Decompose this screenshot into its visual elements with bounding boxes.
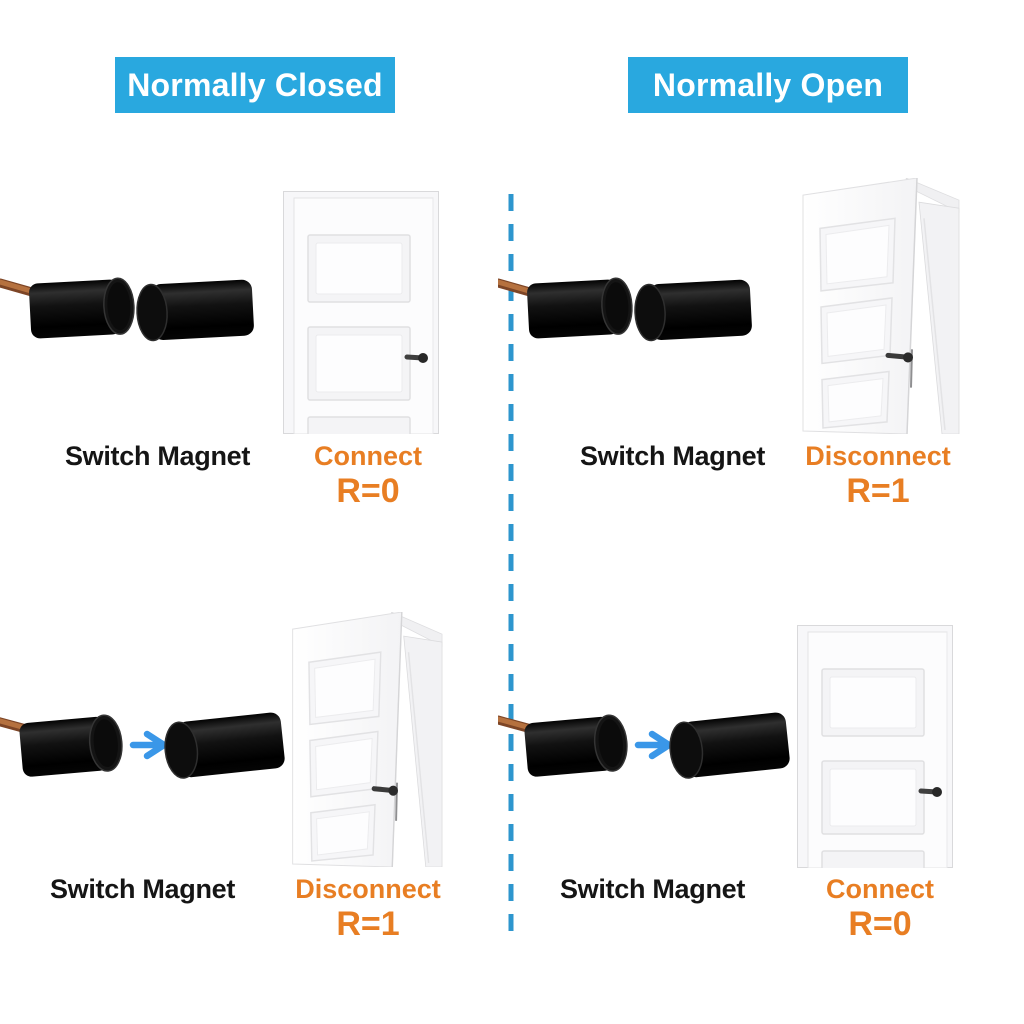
resistance-label: R=0 [336,472,400,510]
open-door-image [802,178,960,434]
circuit-state-label: Disconnect [805,441,951,471]
circuit-state-label: Connect [826,874,934,904]
sensor-pair-together-image [0,277,254,342]
switch-magnet-label: Switch Magnet [559,874,746,904]
switch-magnet-label: Switch Magnet [49,874,236,904]
resistance-label: R=1 [336,905,400,943]
circuit-state-label: Disconnect [295,874,441,904]
switch-magnet-label: Switch Magnet [64,441,251,471]
arrow-icon [129,730,168,760]
sensor-pair-apart-image [0,712,285,779]
resistance-label: R=1 [846,472,910,510]
resistance-label: R=0 [848,905,912,943]
switch-cylinder [527,277,633,339]
magnet-cylinder [164,712,285,779]
banner-normally-closed: Normally Closed [115,57,395,113]
door-frame [918,201,960,434]
magnet-cylinder [634,279,752,342]
magnet-cylinder [669,712,790,779]
sensor-pair-together-image [498,277,752,342]
switch-cylinder [524,714,628,777]
open-door-image [292,612,443,867]
closed-door-image [797,625,953,868]
switch-cylinder [29,277,135,339]
magnet-cylinder [136,279,254,342]
arrow-icon [634,730,673,760]
closed-door-image [283,191,439,434]
door-frame [403,635,443,867]
banner-normally-open: Normally Open [628,57,908,113]
circuit-state-label: Connect [314,441,422,471]
switch-magnet-label: Switch Magnet [579,441,766,471]
divider-dashed-line [508,194,514,938]
sensor-pair-apart-image [498,712,790,779]
switch-cylinder [19,714,123,777]
